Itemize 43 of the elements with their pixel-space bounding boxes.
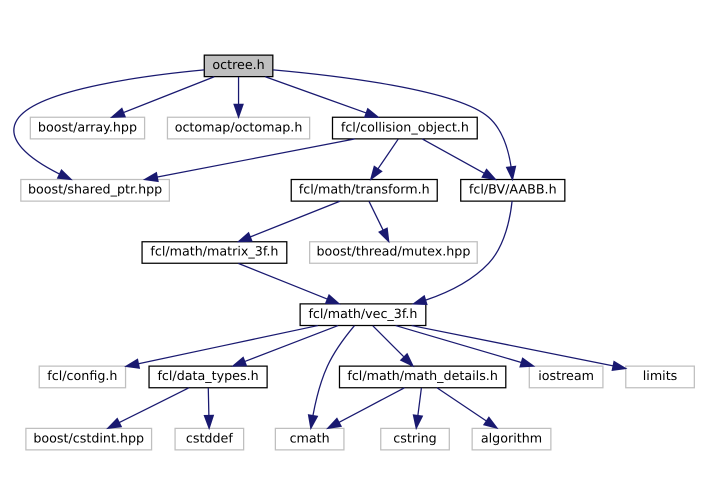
- arrow: [326, 386, 405, 429]
- arrow: [231, 324, 338, 366]
- node-box: fcl/math/transform.h: [290, 178, 438, 202]
- node-box: boost/thread/mutex.hpp: [309, 240, 478, 264]
- arrow: [236, 200, 340, 242]
- node-box: boost/array.hpp: [30, 116, 146, 139]
- arrow: [412, 324, 628, 371]
- node-box: fcl/math/matrix_3f.h: [141, 240, 288, 264]
- node-box: fcl/BV/AABB.h: [460, 178, 566, 202]
- arrow: [412, 200, 513, 305]
- node-box: octomap/octomap.h: [166, 116, 310, 139]
- arrow: [372, 324, 414, 367]
- node-box: fcl/data_types.h: [148, 365, 268, 388]
- arrow: [265, 76, 380, 118]
- node-box: fcl/math/math_details.h: [338, 365, 506, 388]
- node-box: boost/shared_ptr.hpp: [20, 178, 170, 202]
- arrow: [395, 324, 536, 367]
- node-box: cstring: [380, 427, 450, 450]
- node-box: cstddef: [174, 427, 244, 450]
- node-box: fcl/config.h: [38, 365, 126, 388]
- arrow: [368, 200, 390, 243]
- arrow: [233, 76, 244, 119]
- arrow: [106, 386, 190, 429]
- node-box: octree.h: [204, 54, 274, 77]
- arrow: [412, 387, 424, 430]
- arrow: [422, 138, 498, 180]
- arrow: [308, 324, 355, 430]
- node-box: cmath: [274, 427, 345, 450]
- node-box: boost/cstdint.hpp: [25, 427, 152, 450]
- arrow: [142, 138, 356, 182]
- node-box: iostream: [528, 365, 604, 388]
- arrow: [436, 386, 499, 429]
- arrow: [13, 68, 204, 180]
- node-box: fcl/collision_object.h: [332, 116, 478, 139]
- node-box: fcl/math/vec_3f.h: [300, 302, 426, 326]
- arrow: [273, 68, 516, 181]
- arrow: [204, 388, 214, 430]
- arrow: [370, 138, 399, 180]
- arrow: [110, 76, 214, 118]
- node-box: algorithm: [472, 427, 552, 450]
- arrow: [238, 262, 341, 304]
- node-box: limits: [625, 365, 695, 388]
- arrow: [124, 324, 318, 368]
